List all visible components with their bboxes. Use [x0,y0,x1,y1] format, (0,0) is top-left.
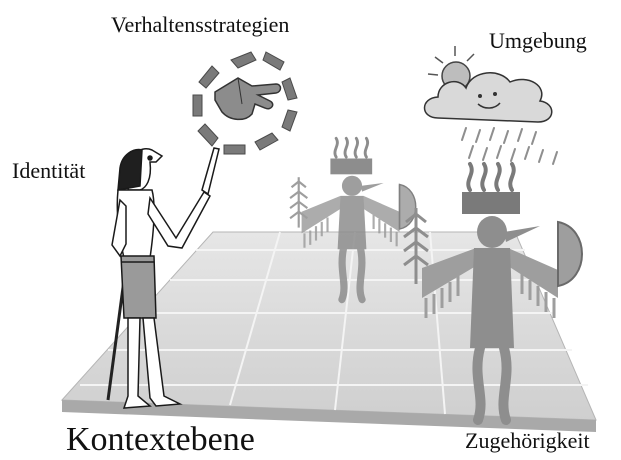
belonging-label: Zugehörigkeit [465,430,590,452]
identity-label: Identität [12,160,85,182]
context-level-label: Kontextebene [66,423,255,457]
strategies-label: Verhaltensstrategien [111,14,289,36]
sun-cloud-rain-icon [425,46,558,164]
environment-label: Umgebung [489,30,587,52]
pointing-hand-icon [215,78,281,119]
